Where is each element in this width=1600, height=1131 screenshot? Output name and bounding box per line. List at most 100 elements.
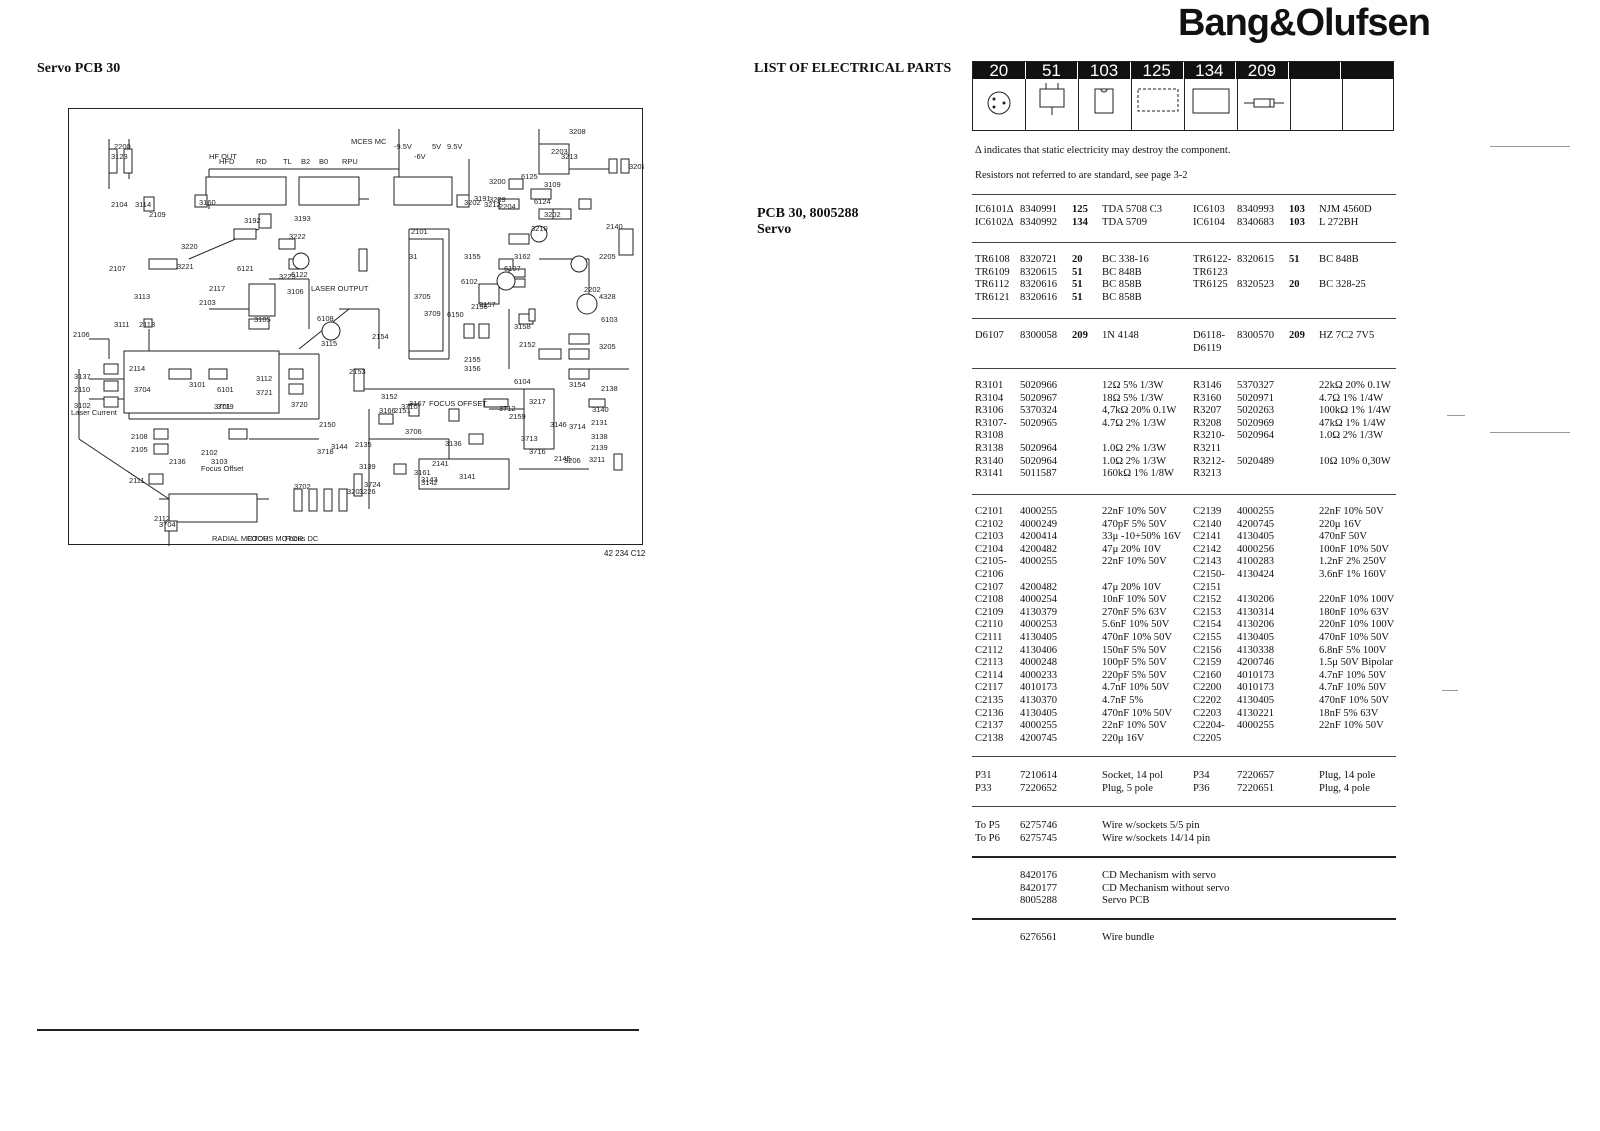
package-empty: [1343, 79, 1394, 131]
schematic-label: -6V: [414, 152, 426, 161]
desc-cell: 4.7nF 10% 50V: [1319, 669, 1387, 681]
pcb-heading: PCB 30, 8005288 Servo: [757, 206, 859, 238]
part-no-cell: 4200746: [1237, 657, 1275, 669]
ref-cell: C2103: [975, 531, 1004, 543]
part-no-cell: 4130206: [1237, 619, 1275, 631]
ref-cell: C2110: [975, 619, 1003, 631]
desc-cell: 220pF 5% 50V: [1102, 669, 1167, 681]
schematic-label: 3217: [529, 397, 546, 406]
schematic-label: 31: [409, 252, 417, 261]
schematic-label: 3103: [211, 457, 228, 466]
part-no-cell: 4130405: [1237, 694, 1275, 706]
desc-cell: 22nF 10% 50V: [1319, 506, 1384, 517]
pkg-cell: 209: [1289, 330, 1305, 341]
desc-cell: Plug, 5 pole: [1102, 782, 1153, 794]
desc-cell: 22nF 10% 50V: [1102, 506, 1167, 517]
pkg-cell: 103: [1289, 216, 1305, 228]
ref-cell: D6107: [975, 330, 1004, 341]
desc-cell: 1.0Ω 2% 1/3W: [1319, 430, 1384, 442]
pkg-cell: 51: [1072, 279, 1083, 291]
part-no-cell: 5020967: [1020, 392, 1058, 404]
part-no-cell: 4130405: [1020, 707, 1058, 719]
schematic-label: 3192: [244, 216, 261, 225]
schematic-label: 2156: [471, 302, 488, 311]
package-dil20-icon: [1185, 79, 1238, 131]
margin-mark: [1442, 690, 1458, 691]
schematic-label: 2139: [591, 443, 608, 452]
ref-cell: P36: [1193, 782, 1210, 794]
desc-cell: 1N 4148: [1102, 330, 1139, 341]
desc-cell: 1.0Ω 2% 1/3W: [1102, 442, 1167, 454]
desc-cell: 270nF 5% 63V: [1102, 606, 1167, 618]
schematic-label: 3713: [521, 434, 538, 443]
package-code: 20: [973, 62, 1026, 79]
schematic-label: 3720: [291, 400, 308, 409]
desc-cell: 160kΩ 1% 1/8W: [1102, 468, 1175, 480]
schematic-label: 3109: [544, 180, 561, 189]
part-no-cell: 4130405: [1020, 631, 1058, 643]
ref-cell: TR6123: [1193, 266, 1228, 278]
schematic-label: HFD: [219, 157, 235, 166]
ref-cell: C2202: [1193, 694, 1222, 706]
schematic-label: Focus DC: [285, 534, 319, 543]
part-no-cell: 4000249: [1020, 518, 1058, 530]
schematic-label: 2204: [499, 202, 516, 211]
ref-cell: C2113: [975, 657, 1003, 669]
pcb-number: PCB 30, 8005288: [757, 206, 859, 221]
part-no-cell: 4200414: [1020, 531, 1058, 543]
ref-cell: C2111: [975, 631, 1003, 643]
ref-cell: C2136: [975, 707, 1004, 719]
schematic-label: 3716: [529, 447, 546, 456]
package-to92-icon: [973, 79, 1026, 131]
schematic-label: 3113: [134, 292, 150, 301]
schematic-label: B0: [319, 157, 328, 166]
schematic-label: B2: [301, 157, 310, 166]
schematic-label: 3193: [294, 214, 311, 223]
schematic-label: 3167: [409, 399, 426, 408]
schematic-label: 3209: [489, 195, 506, 204]
part-no-cell: 8320523: [1237, 279, 1275, 291]
schematic-label: MCES MC: [351, 137, 387, 146]
schematic-label: 2107: [109, 264, 126, 273]
schematic-label: 3719: [217, 402, 234, 411]
ref-cell: C2101: [975, 506, 1004, 517]
part-no-cell: 5020964: [1237, 430, 1275, 442]
ref-cell: R3210-: [1193, 430, 1225, 442]
desc-cell: Wire bundle: [1102, 932, 1155, 943]
part-no-cell: 4200482: [1020, 543, 1058, 555]
schematic-label: 3156: [464, 364, 481, 373]
part-no-cell: 4000256: [1237, 543, 1275, 555]
schematic-label: 3144: [331, 442, 348, 451]
part-no-cell: 8300058: [1020, 330, 1058, 341]
desc-cell: 1.0Ω 2% 1/3W: [1102, 455, 1167, 467]
schematic-label: 2104: [111, 200, 128, 209]
desc-cell: 22nF 10% 50V: [1319, 720, 1384, 732]
schematic-label: 6125: [521, 172, 538, 181]
ref-cell: IC6101Δ: [975, 204, 1014, 215]
schematic-label: 2145: [554, 454, 571, 463]
part-no-cell: 4000255: [1237, 720, 1275, 732]
desc-cell: 4.7nF 5%: [1102, 694, 1144, 706]
ref-cell: C2205: [1193, 732, 1222, 744]
schematic-label: 3220: [181, 242, 198, 251]
part-no-cell: 5011587: [1020, 468, 1057, 480]
schematic-label: 3205: [599, 342, 616, 351]
ref-cell: C2204-: [1193, 720, 1225, 732]
desc-cell: BC 848B: [1102, 266, 1142, 278]
